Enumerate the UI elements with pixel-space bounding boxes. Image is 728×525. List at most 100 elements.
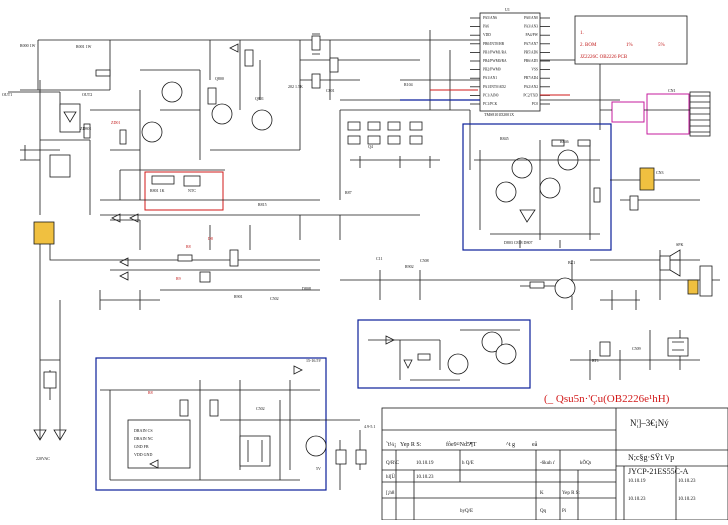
- svg-text:DRAIN CS: DRAIN CS: [134, 428, 153, 433]
- mcu-pin-right-6: PB6/AD5: [524, 59, 538, 63]
- mcu-pin-right-2: PA3/AN3: [524, 25, 538, 29]
- title-r1a: ˜t¼¡: [386, 441, 396, 448]
- mcu-pin-left-10: PC1/AIN0: [483, 93, 499, 97]
- title-r1c: fôe9¤Nd5¶T: [446, 441, 477, 448]
- mcu-pin-left-4: PB0/INT0/HB: [483, 42, 505, 46]
- company-name: N¦]–3€¡Ný: [630, 418, 669, 428]
- svg-text:C502: C502: [270, 296, 279, 301]
- svg-text:R902: R902: [405, 264, 414, 269]
- mcu-pin-left-5: PB1/PWM1/RA: [483, 50, 507, 54]
- title-r1d: ^t g: [506, 442, 515, 448]
- title-date6: 10.10.23: [678, 497, 696, 502]
- mcu-pin-left-9: PA1/INT0/AD2: [483, 85, 506, 89]
- driver-box: R845 R846 D803 C818 D807: [462, 123, 612, 251]
- svg-text:C509: C509: [632, 346, 641, 351]
- red-note: (_ Qsu5n·'Çu(OB2226e¹hH): [544, 393, 670, 405]
- svg-text:C801: C801: [326, 88, 335, 93]
- mcu-pin-right-7: VSS: [531, 68, 538, 72]
- title-row-low-a: [¡h8: [386, 491, 395, 496]
- mcu-pin-right-3: PA4/PW: [526, 33, 539, 37]
- mcu-pin-left-2: PA6: [483, 25, 489, 29]
- buzzer-transistor: [554, 277, 576, 299]
- transformer: [239, 435, 271, 467]
- mosfet-q-main: [59, 103, 81, 133]
- svg-text:R8: R8: [148, 390, 153, 395]
- ac-input-label: 220VAC: [36, 456, 50, 461]
- transistor-q3: [211, 103, 233, 125]
- svg-text:GND FB: GND FB: [134, 444, 149, 449]
- speaker-symbol: [659, 255, 671, 271]
- svg-text:CN1: CN1: [668, 88, 676, 93]
- svg-text:4.9-5.1: 4.9-5.1: [364, 424, 375, 429]
- svg-text:C508: C508: [420, 258, 429, 263]
- title-r1b: Yep R S:: [400, 442, 422, 448]
- svg-text:R8: R8: [186, 244, 191, 249]
- title-row-mid-a: hl[Ü: [386, 474, 396, 480]
- output-5v-label: 5V: [316, 466, 321, 471]
- svg-text:R801 1K: R801 1K: [150, 188, 165, 193]
- bom-pct-2: 5%: [658, 43, 665, 48]
- title-row-mid-d: -6kuh ı': [540, 461, 555, 466]
- mcu-pin-right-8: PB7/AD4: [524, 76, 538, 80]
- smps-box: DRAIN CS DRAIN NC GND FB VDD GND R8 C502: [95, 357, 327, 491]
- svg-text:C11: C11: [376, 256, 383, 261]
- svg-text:ZD801: ZD801: [80, 126, 91, 131]
- ac-input-section: OUT1 OUT2 R000 1W R001 1W ZD801 ZD01 Q80…: [2, 39, 301, 215]
- transistor-q2: [141, 121, 163, 143]
- title-date2: 10.10.23: [416, 475, 434, 480]
- title-row-bot-c: Pi: [562, 509, 567, 514]
- title-subtitle: N;c§g·SŸt Vp: [628, 453, 674, 462]
- smps-controller: [127, 419, 191, 469]
- mcu-pin-right-4: PA7/AN7: [524, 42, 538, 46]
- mid-left-rail: D8 R8 R9 R815: [33, 202, 420, 310]
- bom-box: 1. 2. BOM 1% 5% JZ2226C OB2226 PCB: [574, 15, 688, 65]
- title-date4: 10.10.23: [678, 479, 696, 484]
- svg-text:R104: R104: [404, 82, 413, 87]
- svg-text:VDD GND: VDD GND: [134, 452, 152, 457]
- title-sig1: Q/R\C: [386, 461, 400, 466]
- svg-text:D8: D8: [208, 236, 213, 241]
- svg-text:RT1: RT1: [592, 358, 599, 363]
- bridge-rectifier: [33, 221, 55, 245]
- svg-text:R815: R815: [258, 202, 267, 207]
- title-date3: 10.10.19: [628, 479, 646, 484]
- bom-row-2: 2. BOM: [580, 43, 597, 48]
- buzzer-driver: SPK BZ1: [340, 242, 720, 310]
- svg-text:C502: C502: [256, 406, 265, 411]
- svg-text:Q801: Q801: [255, 96, 264, 101]
- right-lower: C509 RT1: [570, 330, 700, 380]
- mcu-pin-left-7: PB2/PWM0: [483, 68, 501, 72]
- mcu-pin-right-5: PB5/AD6: [524, 50, 538, 54]
- mcu-pin-left-11: PC1/PCK: [483, 102, 498, 106]
- svg-text:ZD01: ZD01: [111, 120, 120, 125]
- svg-text:D803 C818 D807: D803 C818 D807: [504, 240, 532, 245]
- mcu-part-number: TMS8101D2001X: [484, 112, 514, 117]
- title-date5: 10.10.23: [628, 497, 646, 502]
- mcu-package: [479, 12, 541, 112]
- mcu-periphery: C801 202 1.5K R104: [288, 33, 420, 100]
- title-row-mid-e: kÕQı: [580, 460, 592, 466]
- svg-text:DRAIN NC: DRAIN NC: [134, 436, 154, 441]
- transistor-q4: [251, 109, 273, 131]
- svg-text:OUT2: OUT2: [82, 92, 92, 97]
- title-row-bot-a: byQ/E: [460, 509, 473, 514]
- mcu-pin-left-1: PA5/AN6: [483, 16, 497, 20]
- svg-text:Q4: Q4: [368, 144, 373, 149]
- bom-row-1: 1.: [580, 31, 584, 36]
- svg-text:R001 1W: R001 1W: [76, 44, 92, 49]
- bom-pct-1: 1%: [626, 43, 633, 48]
- highlight-thermistor: R801 1K NTC: [100, 169, 320, 211]
- svg-text:D808: D808: [302, 286, 311, 291]
- output-section: 4.9-5.1 5V 15-16.5V: [289, 358, 375, 490]
- title-qe: h Q/E: [462, 461, 474, 466]
- buzzer-label: BZ1: [568, 260, 575, 265]
- mcu-u1: U1 PA5/AN6PA6VDDPB0/INT0/HBPB1/PWM1/RAPB…: [340, 7, 620, 130]
- fan-connector: CN3: [610, 167, 700, 211]
- mcu-pin-right-1: PA0/AN0: [524, 16, 538, 20]
- transistor-q1: [161, 81, 183, 103]
- svg-text:OUT1: OUT1: [2, 92, 12, 97]
- speaker-label: SPK: [676, 242, 683, 247]
- svg-text:R87: R87: [345, 190, 352, 195]
